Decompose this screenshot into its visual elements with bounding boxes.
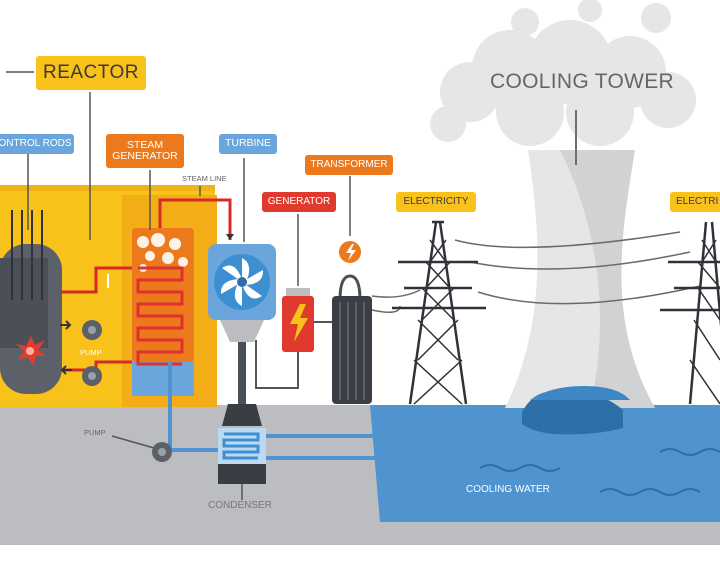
pump-lower <box>82 366 102 386</box>
pump-label-lower: PUMP <box>84 428 106 437</box>
control-rods-label: ONTROL RODS <box>0 134 74 154</box>
condenser-pump <box>152 442 172 462</box>
cooling-water-label: COOLING WATER <box>466 484 550 495</box>
power-lines <box>371 231 701 313</box>
reactor-label: REACTOR <box>36 56 146 90</box>
steam-generator-label: STEAM GENERATOR <box>106 134 184 168</box>
generator-unit <box>255 214 314 389</box>
condenser-unit <box>218 428 266 484</box>
steam-line-label: STEAM LINE <box>182 174 227 183</box>
electricity-label: ELECTRICITY <box>396 192 476 212</box>
generator-label: GENERATOR <box>262 192 336 212</box>
turbine-unit <box>208 158 276 426</box>
cooling-tower-label: COOLING TOWER <box>490 70 674 93</box>
pump-upper <box>82 320 102 340</box>
electricity-tower-2 <box>660 221 720 405</box>
primary-loop-pipes <box>62 266 132 372</box>
steam-generator-label-line2: GENERATOR <box>112 150 178 162</box>
electricity-tower-1 <box>392 220 486 405</box>
cooling-tower <box>505 150 655 435</box>
transformer-label: TRANSFORMER <box>305 155 393 175</box>
steam-generator-unit <box>132 228 194 396</box>
steam-cloud <box>430 0 696 146</box>
transformer-unit <box>314 176 372 404</box>
reactor-vessel <box>0 210 62 394</box>
turbine-label: TURBINE <box>219 134 277 154</box>
steam-generator-label-line1: STEAM <box>126 138 164 151</box>
water-waves <box>479 448 720 496</box>
pump-label-upper: PUMP <box>80 348 102 357</box>
electricity-label-cut: ELECTRI <box>670 192 720 212</box>
condenser-label: CONDENSER <box>208 500 272 511</box>
steam-line-pipe <box>158 198 232 240</box>
